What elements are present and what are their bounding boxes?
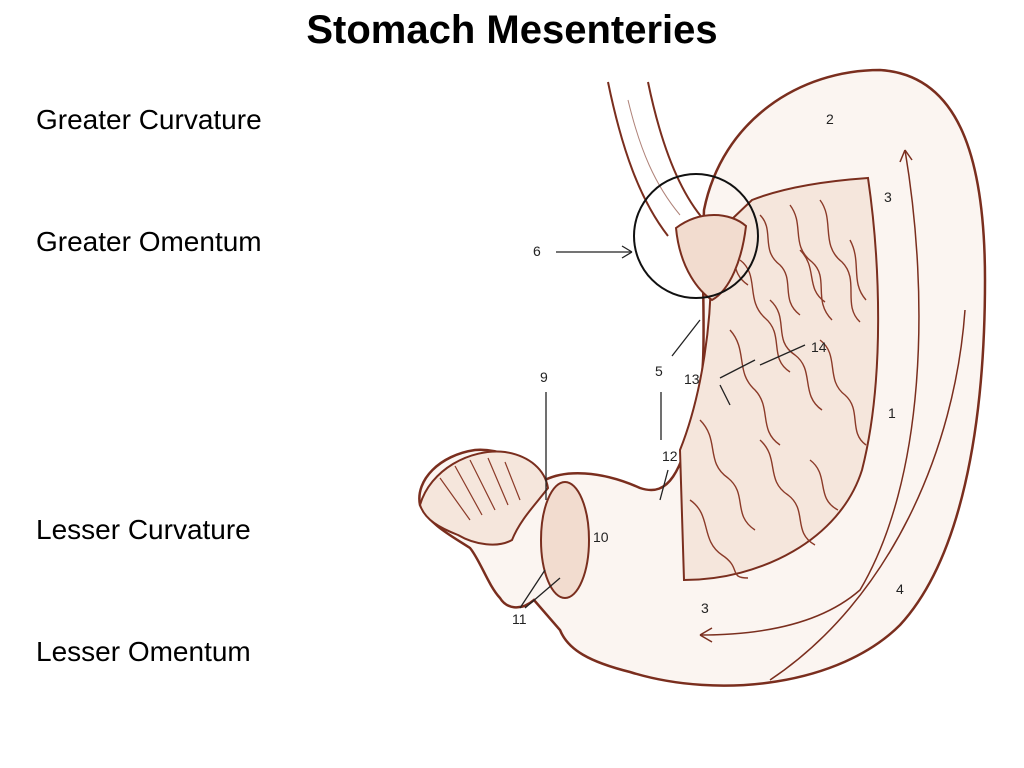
label-13: 13 (684, 371, 700, 387)
duodenum-folds (439, 457, 521, 521)
label-3-bottom: 3 (701, 600, 709, 616)
label-3-top: 3 (884, 189, 892, 205)
leader-lines (519, 245, 806, 609)
label-4: 4 (896, 581, 904, 597)
curvature-arrows (699, 149, 966, 681)
label-6: 6 (533, 243, 541, 259)
esophagus (607, 81, 705, 237)
label-1: 1 (888, 405, 896, 421)
pyloric-opening (540, 481, 590, 599)
term-lesser-omentum: Lesser Omentum (36, 636, 251, 667)
label-9: 9 (540, 369, 548, 385)
duodenum (418, 450, 550, 546)
label-2: 2 (826, 111, 834, 127)
cardia-opening (674, 214, 748, 302)
label-11: 11 (512, 611, 527, 627)
label-12: 12 (662, 448, 678, 464)
slide-title: Stomach Mesenteries (306, 8, 718, 52)
rugae-folds (689, 199, 867, 579)
cardia-highlight-circle (633, 173, 759, 299)
label-10: 10 (593, 529, 609, 545)
term-lesser-curvature: Lesser Curvature (36, 514, 251, 545)
term-greater-curvature: Greater Curvature (36, 104, 262, 135)
label-14: 14 (811, 339, 827, 355)
term-greater-omentum: Greater Omentum (36, 226, 262, 257)
label-5: 5 (655, 363, 663, 379)
